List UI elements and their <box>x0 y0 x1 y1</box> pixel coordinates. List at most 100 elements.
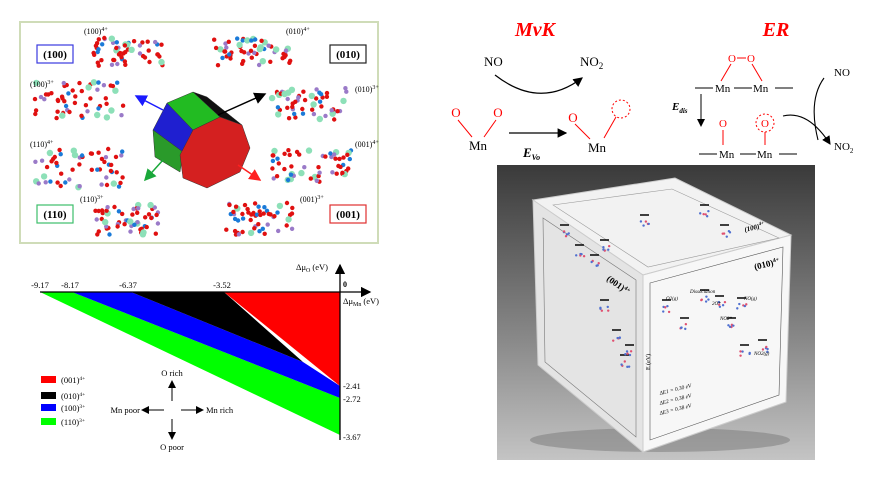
atom-sphere <box>114 170 119 175</box>
atom-sphere <box>89 167 95 172</box>
atom-sphere <box>212 37 217 42</box>
adsorbate-atom <box>627 365 631 368</box>
atom-sphere <box>154 212 159 218</box>
atom-sphere <box>122 222 127 227</box>
atom-sphere <box>118 180 123 186</box>
atom-sphere <box>314 178 319 183</box>
atom-sphere <box>232 228 238 234</box>
atom-sphere <box>147 59 152 65</box>
er-atom-mn: Mn <box>719 149 735 161</box>
atom-sphere <box>256 204 261 209</box>
atom-sphere <box>319 104 324 109</box>
atom-sphere <box>226 39 231 44</box>
mvk-mechanism: MvK NO NO2 O O Mn EVo O Mn <box>451 19 631 162</box>
atom-sphere <box>67 177 72 182</box>
adsorbate-atom <box>732 324 735 327</box>
atom-sphere <box>59 171 64 176</box>
atom-sphere <box>112 204 117 210</box>
mvk-curved-arrow <box>494 74 583 94</box>
atom-sphere <box>294 149 300 155</box>
adsorbate-atom <box>600 309 604 312</box>
adsorbate-atom <box>705 215 709 218</box>
atom-sphere <box>284 223 289 228</box>
atom-sphere <box>248 48 254 53</box>
er-mechanism: ER O O Mn Mn Edis O O Mn Mn NO NO2 <box>671 19 854 161</box>
atom-sphere <box>159 42 164 47</box>
atom-sphere <box>108 107 115 114</box>
er-atom-o: O <box>761 118 769 130</box>
slab-label-001-3: (001)3+ <box>300 195 324 204</box>
atom-sphere <box>146 48 151 53</box>
atom-sphere <box>275 156 280 161</box>
legend-label: (110)3+ <box>61 417 85 427</box>
mvk-title: MvK <box>514 19 557 41</box>
atom-sphere <box>140 229 147 236</box>
atom-sphere <box>328 151 333 156</box>
atom-sphere <box>120 211 125 217</box>
atom-sphere <box>63 180 68 185</box>
compass-o-poor: O poor <box>160 442 184 452</box>
adsorbate-atom <box>628 353 632 357</box>
atom-sphere <box>274 174 280 179</box>
arrow-100 <box>134 95 164 111</box>
active-oxygen-icon <box>755 113 775 133</box>
atom-sphere <box>242 50 247 55</box>
atom-sphere <box>85 84 92 91</box>
atom-sphere <box>314 87 319 92</box>
atom-sphere <box>92 52 97 57</box>
atom-sphere <box>101 83 107 88</box>
er-atom-mn: Mn <box>753 83 769 95</box>
er-title: ER <box>762 19 790 41</box>
adsorbate-atom <box>699 212 702 215</box>
atom-sphere <box>302 97 308 103</box>
atom-sphere <box>33 111 38 117</box>
atom-sphere <box>334 171 339 176</box>
atom-sphere <box>128 46 135 53</box>
atom-sphere <box>96 150 101 155</box>
atom-sphere <box>112 87 119 94</box>
atom-sphere <box>49 91 54 96</box>
atom-sphere <box>242 202 248 208</box>
atom-sphere <box>345 152 350 157</box>
atom-sphere <box>83 103 89 108</box>
atom-sphere <box>223 41 228 46</box>
atom-sphere <box>95 167 100 172</box>
origin-label: 0 <box>343 280 347 289</box>
adsorbate-atom <box>629 350 633 353</box>
polyhedron-face-110-bottom <box>152 129 184 173</box>
adsorbate-atom <box>567 232 570 235</box>
atom-sphere <box>109 162 114 168</box>
cube-axis-label: E (eV) <box>645 354 652 370</box>
atom-sphere <box>320 95 325 100</box>
atom-sphere <box>332 117 337 122</box>
adsorbate-atom <box>702 212 705 216</box>
step-label: Dissociation <box>689 290 716 295</box>
er-reactant-no: NO <box>834 67 850 79</box>
oxygen-vacancy-icon <box>611 99 631 119</box>
adsorbate-atom <box>565 233 569 236</box>
adsorbate-atom <box>765 345 768 349</box>
atom-sphere <box>155 221 161 226</box>
atom-sphere <box>324 94 330 100</box>
slab-label-100-3: (100)3+ <box>30 80 54 89</box>
atom-sphere <box>217 46 224 53</box>
polyhedron-face-001 <box>179 116 251 189</box>
atom-sphere <box>275 105 281 110</box>
atom-sphere <box>249 55 254 60</box>
atom-sphere <box>298 169 305 177</box>
adsorbate-atom <box>626 352 629 355</box>
atom-sphere <box>311 111 317 117</box>
atom-sphere <box>316 173 321 179</box>
legend: (001)4+ (010)4+ (100)3+ (110)3+ <box>41 375 85 427</box>
slab-label-010-3: (010)3+ <box>355 85 379 94</box>
atom-sphere <box>158 58 165 66</box>
atom-sphere <box>128 229 133 234</box>
atom-sphere <box>55 109 60 114</box>
atom-sphere <box>268 94 276 102</box>
atom-sphere <box>46 149 54 157</box>
atom-sphere <box>257 229 262 234</box>
y-axis-label: ΔμO(eV) <box>296 262 328 274</box>
atom-sphere <box>58 183 63 189</box>
atom-sphere <box>104 182 110 188</box>
atom-sphere <box>276 161 281 166</box>
